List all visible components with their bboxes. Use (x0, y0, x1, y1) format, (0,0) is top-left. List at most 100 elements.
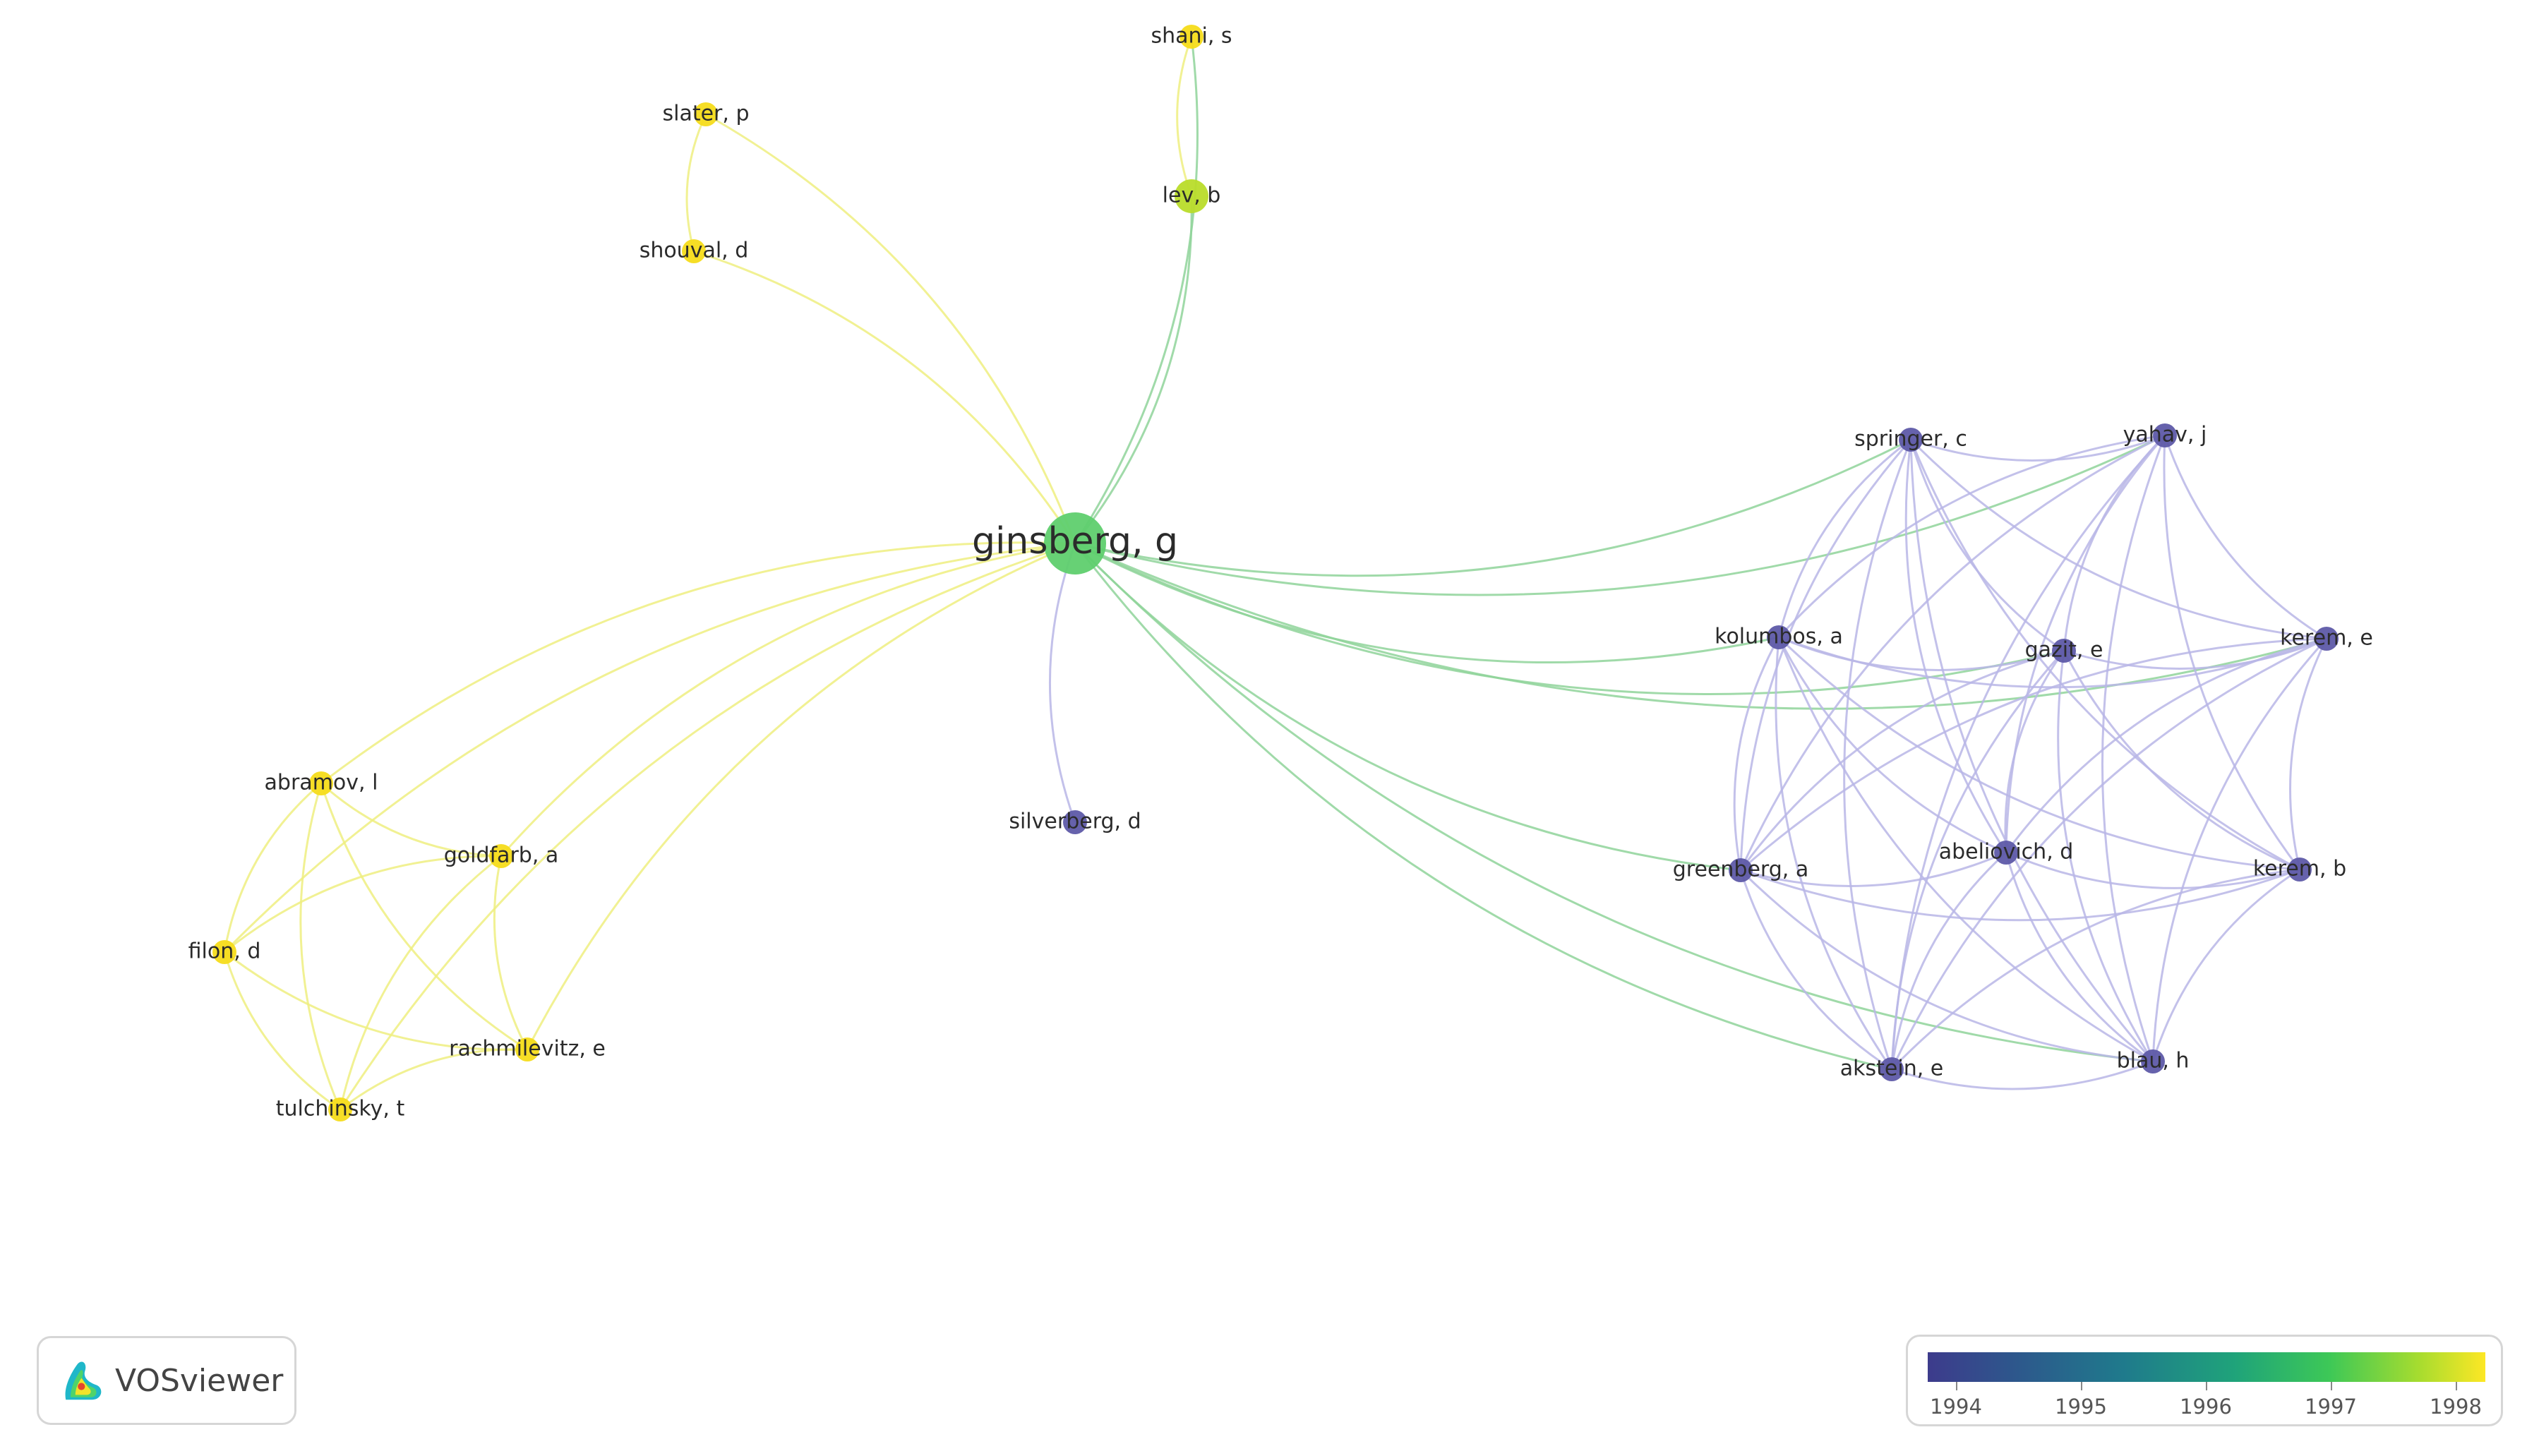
node-goldfarb[interactable] (489, 844, 513, 868)
node-silverberg[interactable] (1063, 810, 1087, 834)
network-edge (1777, 438, 1911, 638)
node-label-shani: shani, s (1151, 24, 1232, 49)
network-edge (1777, 636, 2300, 871)
network-edge (223, 951, 341, 1111)
tick-label: 1994 (1930, 1395, 1982, 1419)
node-rachmilevitz[interactable] (515, 1037, 539, 1061)
network-edge (1733, 637, 1780, 871)
node-label-goldfarb: goldfarb, a (444, 843, 559, 868)
node-label-slater: slater, p (662, 102, 749, 126)
network-edge (1909, 439, 2065, 652)
network-edge (1074, 195, 1193, 544)
network-edge (1074, 542, 2327, 710)
node-label-kerem_e: kerem, e (2280, 626, 2373, 651)
network-edge (1074, 434, 2166, 596)
node-kolumbos[interactable] (1767, 625, 1791, 649)
year-ticks: 1994 1995 1996 1997 1998 (1928, 1382, 2485, 1419)
network-edge (320, 783, 528, 1051)
network-edge (1740, 637, 2327, 872)
network-edge (1890, 434, 2166, 1070)
network-edge (320, 782, 502, 858)
network-edge (2005, 852, 2154, 1063)
network-edge (1890, 851, 2007, 1070)
node-gazit[interactable] (2052, 639, 2076, 663)
node-label-blau: blau, h (2117, 1049, 2190, 1073)
node-greenberg[interactable] (1729, 858, 1753, 882)
network-edge (2163, 435, 2327, 640)
node-lev[interactable] (1175, 179, 1208, 213)
network-edge (1777, 637, 2154, 1063)
network-edge (1890, 649, 2065, 1070)
network-edge (1909, 439, 2300, 871)
node-abeliovich[interactable] (1994, 841, 2018, 865)
network-edge (1777, 637, 2007, 854)
network-edge (2101, 435, 2166, 1062)
network-edge (2004, 650, 2065, 853)
network-edge (1739, 869, 2154, 1063)
network-edge (1740, 868, 2300, 922)
network-edge (320, 541, 1076, 785)
network-edge (526, 542, 1076, 1050)
network-edge (2163, 435, 2301, 870)
network-edge (2005, 851, 2300, 889)
node-abramov[interactable] (309, 771, 333, 795)
network-edge (1740, 851, 2007, 887)
tick-mark (2456, 1382, 2457, 1390)
node-slater[interactable] (694, 102, 718, 126)
network-edge (224, 855, 502, 953)
node-springer[interactable] (1899, 428, 1923, 452)
node-label-yahav: yahav, j (2123, 423, 2207, 447)
vosviewer-logo-icon (65, 1361, 102, 1400)
node-shouval[interactable] (682, 239, 706, 263)
node-label-kolumbos: kolumbos, a (1715, 625, 1843, 649)
tick-label: 1995 (2055, 1395, 2107, 1419)
network-edge (1074, 438, 1911, 577)
network-edge (500, 542, 1076, 857)
node-label-gazit: gazit, e (2025, 638, 2103, 663)
network-edge (2151, 637, 2328, 1062)
network-edge (1074, 543, 1892, 1071)
network-edge (2063, 650, 2300, 871)
network-edge (1074, 542, 2154, 1063)
network-edge (1891, 1060, 2154, 1090)
node-label-abramov: abramov, l (265, 771, 378, 795)
year-colorbar (1928, 1352, 2485, 1382)
network-edge (2005, 435, 2166, 853)
node-kerem_e[interactable] (2315, 627, 2339, 651)
network-edge (224, 951, 528, 1051)
network-edge (1074, 36, 1199, 544)
node-label-greenberg: greenberg, a (1673, 858, 1808, 882)
network-edge (685, 114, 707, 252)
node-label-springer: springer, c (1854, 427, 1967, 452)
node-shani[interactable] (1180, 25, 1204, 49)
node-label-ginsberg: ginsberg, g (972, 520, 1178, 562)
node-kerem_b[interactable] (2288, 858, 2312, 882)
network-edge (1904, 439, 2007, 853)
network-edge (2057, 650, 2154, 1062)
tick-mark (2206, 1382, 2207, 1390)
node-tulchinsky[interactable] (328, 1097, 352, 1121)
tick-label: 1998 (2430, 1395, 2482, 1419)
node-label-shouval: shouval, d (640, 239, 749, 263)
network-edge (339, 855, 502, 1110)
tick-label: 1996 (2180, 1395, 2232, 1419)
network-edge (223, 542, 1076, 953)
network-edge (1910, 434, 2166, 462)
network-edge (340, 1048, 528, 1111)
tick-mark (2081, 1382, 2082, 1390)
network-edge (693, 250, 1076, 544)
node-yahav[interactable] (2153, 423, 2177, 447)
node-akstein[interactable] (1880, 1057, 1904, 1081)
tick-mark (2331, 1382, 2332, 1390)
node-ginsberg[interactable] (1044, 512, 1106, 574)
node-blau[interactable] (2141, 1049, 2165, 1073)
network-edge (2005, 637, 2327, 853)
network-edge (2289, 638, 2328, 870)
node-label-rachmilevitz: rachmilevitz, e (449, 1037, 606, 1061)
network-edge (1843, 439, 1912, 1070)
node-filon[interactable] (212, 940, 236, 964)
network-edge (1890, 868, 2300, 1071)
node-label-kerem_b: kerem, b (2253, 857, 2346, 882)
network-edge (1074, 542, 1741, 872)
